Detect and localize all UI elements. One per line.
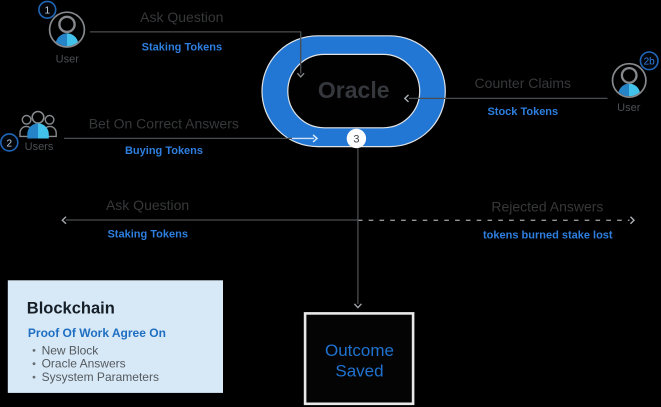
svg-text:tokens burned stake lost: tokens burned stake lost [483, 229, 613, 241]
svg-text:Stock Tokens: Stock Tokens [487, 106, 558, 118]
svg-text:Sysystem Parameters: Sysystem Parameters [42, 370, 159, 384]
svg-text:Staking Tokens: Staking Tokens [107, 228, 187, 240]
svg-text:Rejected Answers: Rejected Answers [491, 198, 603, 214]
svg-text:Bet On Correct Answers: Bet On Correct Answers [89, 115, 239, 131]
svg-text:Staking Tokens: Staking Tokens [142, 42, 222, 54]
svg-text:User: User [617, 102, 641, 114]
svg-text:New Block: New Block [42, 343, 100, 357]
svg-text:Saved: Saved [335, 362, 383, 381]
svg-text:Users: Users [25, 141, 54, 153]
svg-text:2: 2 [7, 138, 13, 149]
svg-text:Ask Question: Ask Question [140, 9, 223, 25]
svg-text:User: User [56, 53, 80, 65]
svg-text:Oracle: Oracle [318, 77, 390, 103]
svg-text:Proof Of Work Agree On: Proof Of Work Agree On [28, 326, 166, 340]
svg-text:Buying Tokens: Buying Tokens [125, 145, 203, 157]
svg-text:Oracle Answers: Oracle Answers [42, 357, 126, 371]
svg-text:1: 1 [45, 6, 51, 17]
svg-text:Outcome: Outcome [325, 341, 394, 360]
svg-text:Counter Claims: Counter Claims [475, 75, 571, 91]
svg-text:3: 3 [353, 134, 359, 146]
svg-text:2b: 2b [644, 57, 656, 68]
svg-text:Blockchain: Blockchain [27, 299, 115, 317]
svg-text:Ask Question: Ask Question [106, 197, 189, 213]
